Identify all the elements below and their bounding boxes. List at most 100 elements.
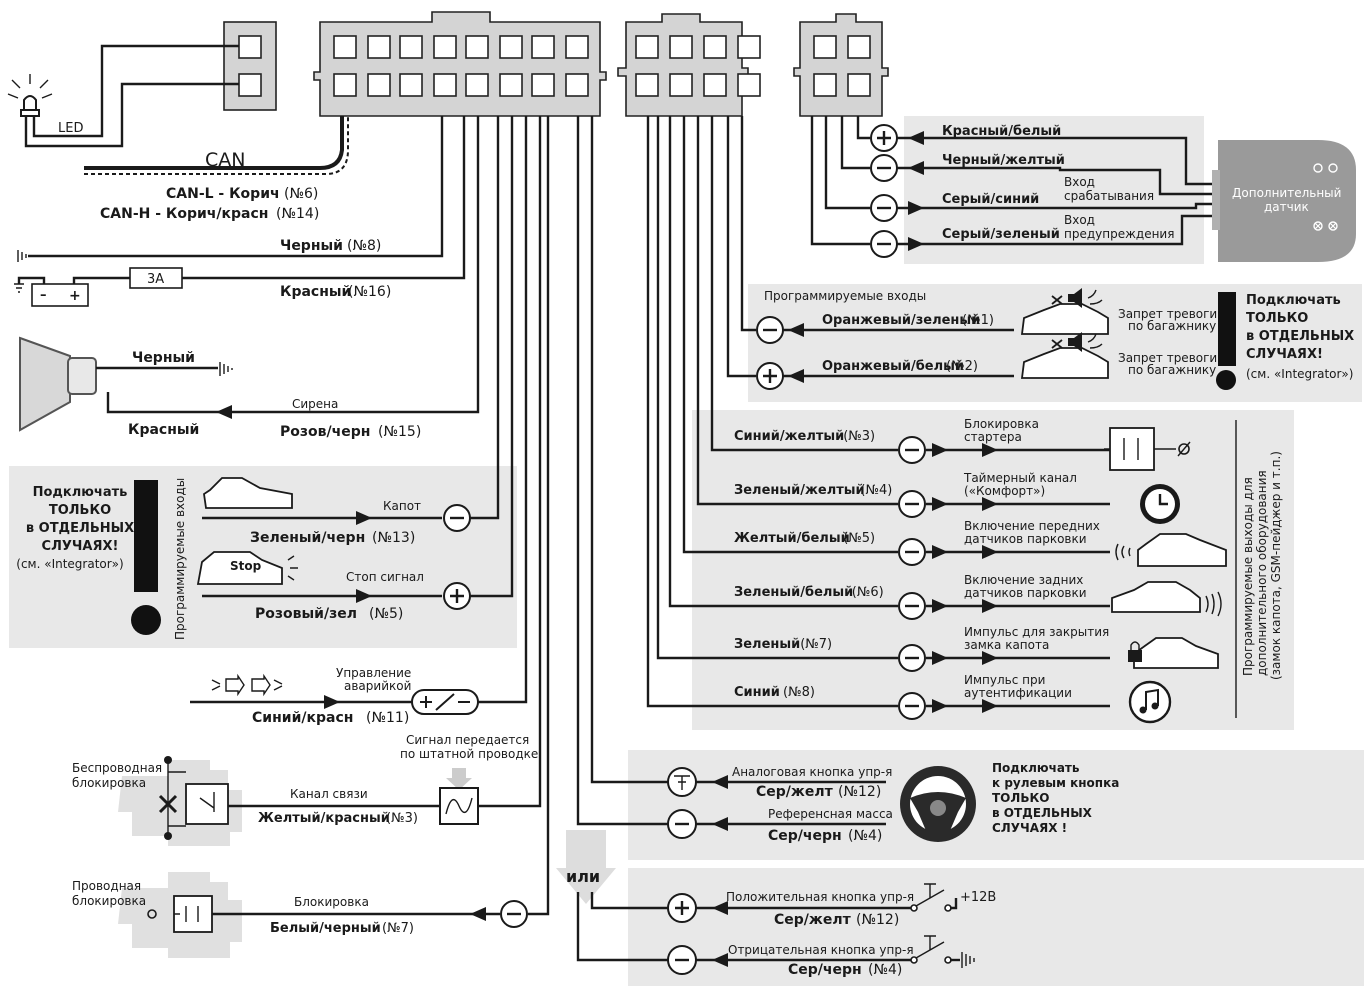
can-l-num: (№6): [284, 186, 318, 202]
can-h-wire: CAN-H - Корич/красн: [100, 206, 268, 222]
arrow-icon: [788, 323, 804, 337]
svg-text:к рулевым кнопка: к рулевым кнопка: [992, 776, 1119, 790]
left-notice: Подключать ТОЛЬКО в ОТДЕЛЬНЫХ СЛУЧАЯХ! (…: [16, 480, 161, 635]
arrow-icon: [712, 901, 728, 915]
output-wire-num: (№3): [843, 429, 875, 444]
connector-pin: [367, 73, 391, 97]
connector-pin: [465, 35, 489, 59]
svg-text:в ОТДЕЛЬНЫХ: в ОТДЕЛЬНЫХ: [992, 806, 1093, 820]
output-desc-2: датчиков парковки: [964, 586, 1087, 600]
sensor-w2: Черный/желтый: [942, 153, 1065, 168]
music-note-icon: [1128, 680, 1172, 724]
clock-icon: [1140, 484, 1180, 524]
connector-pin: [333, 73, 357, 97]
trunk-notice: Подключать ТОЛЬКО в ОТДЕЛЬНЫХ СЛУЧАЯХ! (…: [1216, 292, 1354, 390]
pos-wire: Сер/желт: [774, 912, 852, 928]
switch-icon: [910, 883, 958, 912]
output-wire-label: Зеленый: [734, 637, 800, 652]
hazard-wire-num: (№11): [366, 710, 409, 726]
connector-pin: [399, 73, 423, 97]
arrow-icon: [932, 699, 948, 713]
connector-pin: [813, 35, 837, 59]
trunk-w2: Оранжевый/белый: [822, 359, 964, 374]
connector-pin: [531, 73, 555, 97]
connector-pin: [669, 73, 693, 97]
output-desc-2: датчиков парковки: [964, 532, 1087, 546]
connector-pin: [737, 73, 761, 97]
arrow-icon: [932, 599, 948, 613]
outputs-vertical-1: Программируемые выходы для: [1241, 477, 1255, 676]
trunk-car-icon-1: [1020, 288, 1109, 335]
connector-pin: [333, 35, 357, 59]
connector-pin: [465, 73, 489, 97]
additional-sensor-box: [1212, 140, 1356, 262]
hazard-wire: [478, 116, 528, 704]
siren-red: Красный: [128, 422, 199, 438]
trunk-car-icon-2: [1020, 332, 1109, 379]
svg-text:+: +: [69, 288, 81, 304]
connector-pin: [703, 35, 727, 59]
pos-label: Положительная кнопка упр-я: [726, 890, 914, 904]
sensor-in1-a: Вход: [1064, 175, 1095, 189]
siren-wire: [106, 116, 480, 414]
connector-pin: [847, 35, 871, 59]
steering-analog-wire: [590, 116, 668, 784]
svg-text:СЛУЧАЯХ !: СЛУЧАЯХ !: [992, 821, 1067, 835]
connector-pin: [565, 35, 589, 59]
trunk-ban-1b: по багажнику: [1128, 319, 1216, 333]
can-label: CAN: [205, 149, 245, 171]
arrow-icon: [788, 369, 804, 383]
brake-wire: [470, 116, 514, 598]
svg-text:Подключать: Подключать: [992, 761, 1080, 775]
led-icon: [7, 44, 239, 148]
arrow-icon: [356, 511, 372, 525]
siren-wire-label: Розов/черн: [280, 424, 370, 440]
svg-text:ТОЛЬКО: ТОЛЬКО: [49, 503, 111, 518]
neg-wire-num: (№4): [868, 962, 902, 978]
outputs-connector-8pin: [617, 13, 761, 117]
steering-ref-wire: [576, 116, 668, 826]
arrow-icon: [908, 237, 924, 251]
trunk-ban-2b: по багажнику: [1128, 363, 1216, 377]
left-vertical-label: Программируемые входы: [173, 478, 187, 640]
output-wire-label: Синий/желтый: [734, 429, 844, 444]
connector-pin: [367, 35, 391, 59]
rear-parking-icon: [1111, 581, 1222, 617]
svg-text:–: –: [40, 288, 47, 303]
siren-icon: [19, 336, 97, 432]
connector-pin: [669, 35, 693, 59]
hazard-note-2: по штатной проводке: [400, 747, 538, 761]
sensor-connector-4pin: [793, 13, 889, 117]
brake-wire-label: Розовый/зел: [255, 606, 357, 622]
svg-text:Подключать: Подключать: [33, 485, 128, 500]
output-wire-label: Зеленый/белый: [734, 585, 853, 600]
output-wire-num: (№7): [800, 637, 832, 652]
wired-label-2: блокировка: [72, 894, 146, 908]
analog-label: Аналоговая кнопка упр-я: [732, 765, 892, 779]
sensor-in1-b: срабатывания: [1064, 189, 1154, 203]
connector-pin: [847, 73, 871, 97]
connector-pin: [499, 73, 523, 97]
battery-icon: – +: [14, 276, 130, 307]
led-label: LED: [58, 121, 83, 136]
car-brake-icon: [196, 551, 298, 585]
connector-pin: [737, 35, 761, 59]
ref-wire: Сер/черн: [768, 828, 842, 844]
arrow-icon: [908, 201, 924, 215]
arrow-icon: [216, 405, 232, 419]
can-twisted-pair: [84, 116, 349, 175]
power-black-num: (№8): [347, 238, 381, 254]
trunk-title: Программируемые входы: [764, 289, 926, 303]
wired-engine-icon: [118, 872, 242, 958]
arrow-icon: [932, 497, 948, 511]
ref-label: Референсная масса: [768, 807, 893, 821]
outputs-vertical-2: дополнительного оборудования: [1255, 470, 1269, 676]
power-red-wire: Красный: [280, 284, 351, 300]
hood-wire: [470, 116, 500, 520]
arrow-icon: [712, 775, 728, 789]
output-desc-2: замка капота: [964, 638, 1049, 652]
trunk-w2-num: (№2): [946, 359, 978, 374]
neg-label: Отрицательная кнопка упр-я: [728, 943, 914, 957]
arrow-icon: [908, 161, 924, 175]
